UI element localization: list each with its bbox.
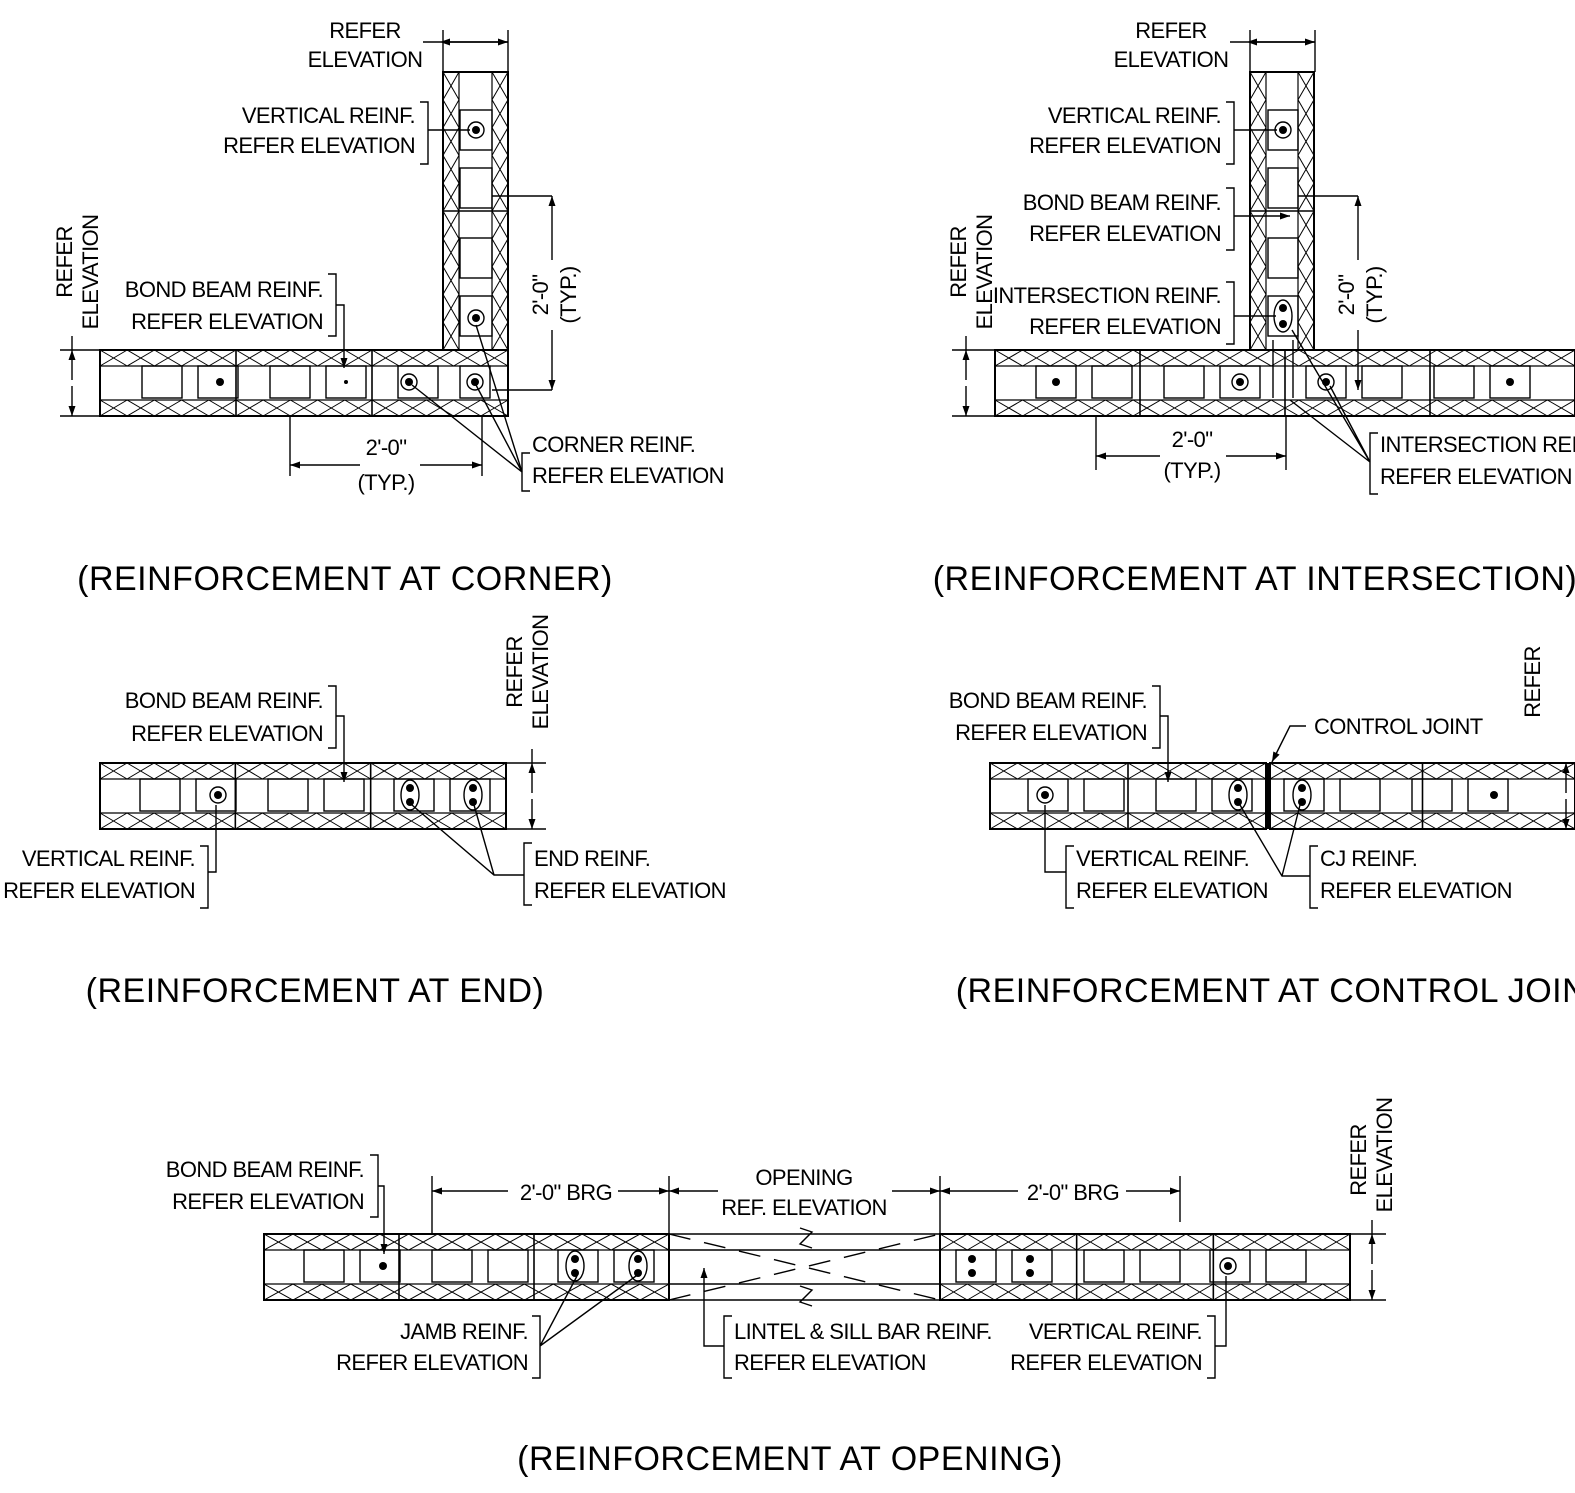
opening-grout-cells	[303, 1249, 1307, 1283]
title-corner: (REINFORCEMENT AT CORNER)	[77, 560, 613, 598]
opening-vertical-refer: REFER ELEVATION	[1010, 1350, 1202, 1375]
cj-bond-beam-refer: REFER ELEVATION	[955, 720, 1147, 745]
corner-wall-horizontal	[99, 349, 509, 417]
cj-bond-beam-label: BOND BEAM REINF.	[949, 688, 1147, 713]
lintel-sill-refer: REFER ELEVATION	[734, 1350, 926, 1375]
cj-grout-cells	[1027, 778, 1509, 812]
cj-reinf-refer: REFER ELEVATION	[1320, 878, 1512, 903]
opening-void	[668, 1227, 941, 1307]
end-rebars	[209, 779, 483, 811]
corner-dim-horizontal-typ: (TYP.)	[357, 470, 414, 495]
intersection-elevation-top: ELEVATION	[1114, 47, 1229, 72]
corner-reinf-refer: REFER ELEVATION	[532, 463, 724, 488]
intersection-refer-top: REFER	[1135, 18, 1207, 43]
end-elevation-right: ELEVATION	[528, 615, 553, 730]
corner-vertical-refer-label: REFER ELEVATION	[223, 133, 415, 158]
corner-reinf-label: CORNER REINF.	[532, 432, 695, 457]
detail-intersection: REFER ELEVATION VERTICAL REINF. REFER EL…	[933, 18, 1575, 598]
opening-refer-right: REFER	[1346, 1124, 1371, 1196]
cj-vertical-refer: REFER ELEVATION	[1076, 878, 1268, 903]
intersection-dim-horizontal-typ: (TYP.)	[1163, 458, 1220, 483]
opening-wall-right	[939, 1233, 1351, 1301]
corner-elevation-top: ELEVATION	[308, 47, 423, 72]
end-reinf-refer: REFER ELEVATION	[534, 878, 726, 903]
opening-rebars	[379, 1250, 1237, 1282]
corner-bond-beam-label: BOND BEAM REINF.	[125, 277, 323, 302]
title-opening: (REINFORCEMENT AT OPENING)	[517, 1440, 1063, 1478]
detail-end: BOND BEAM REINF. REFER ELEVATION VERTICA…	[3, 615, 726, 1010]
corner-vertical-reinf-label: VERTICAL REINF.	[242, 103, 415, 128]
cj-rebars	[1036, 779, 1498, 811]
title-intersection: (REINFORCEMENT AT INTERSECTION)	[933, 560, 1575, 598]
intersection-refer-left: REFER	[946, 226, 971, 298]
detail-opening: BOND BEAM REINF. REFER ELEVATION 2'-0" B…	[166, 1098, 1397, 1478]
corner-dim-vertical: 2'-0"	[528, 275, 553, 316]
intersection-bond-beam-label: BOND BEAM REINF.	[1023, 190, 1221, 215]
opening-dim-left-brg: 2'-0" BRG	[520, 1180, 612, 1205]
intersection-wall-horizontal	[994, 349, 1575, 417]
opening-label: OPENING	[755, 1165, 852, 1190]
detail-control-joint: BOND BEAM REINF. REFER ELEVATION CONTROL…	[949, 646, 1575, 1010]
corner-refer-top: REFER	[329, 18, 401, 43]
jamb-reinf-refer: REFER ELEVATION	[336, 1350, 528, 1375]
cj-refer-right: REFER	[1520, 646, 1545, 718]
cj-reinf-label: CJ REINF.	[1320, 846, 1417, 871]
intersection-bond-beam-refer: REFER ELEVATION	[1029, 221, 1221, 246]
cj-wall-right	[1269, 762, 1575, 830]
opening-ref-elevation: REF. ELEVATION	[721, 1195, 887, 1220]
detail-corner: REFER ELEVATION VERTICAL REINF. REFER EL…	[52, 18, 724, 598]
intersection-rebars	[1052, 121, 1514, 398]
control-joint-label: CONTROL JOINT	[1314, 714, 1483, 739]
intersection-reinf-right-refer: REFER ELEVATION	[1380, 464, 1572, 489]
cj-wall-left	[989, 762, 1267, 830]
intersection-vertical-reinf-label: VERTICAL REINF.	[1048, 103, 1221, 128]
opening-dim-right-brg: 2'-0" BRG	[1027, 1180, 1119, 1205]
intersection-elevation-left: ELEVATION	[972, 215, 997, 330]
jamb-reinf-label: JAMB REINF.	[400, 1319, 528, 1344]
opening-wall-left	[263, 1233, 670, 1301]
intersection-reinf-right-label: INTERSECTION REINF.	[1380, 432, 1575, 457]
cj-vertical-reinf-label: VERTICAL REINF.	[1076, 846, 1249, 871]
corner-grout-cells	[141, 109, 493, 399]
title-end: (REINFORCEMENT AT END)	[86, 972, 545, 1010]
end-refer-right: REFER	[502, 636, 527, 708]
corner-wall-vertical	[442, 71, 509, 351]
end-bond-beam-label: BOND BEAM REINF.	[125, 688, 323, 713]
corner-dim-vertical-typ: (TYP.)	[556, 266, 581, 323]
intersection-reinf-left-refer: REFER ELEVATION	[1029, 314, 1221, 339]
corner-refer-left: REFER	[52, 226, 77, 298]
intersection-vertical-refer: REFER ELEVATION	[1029, 133, 1221, 158]
intersection-reinf-left-label: INTERSECTION REINF.	[993, 283, 1221, 308]
intersection-dim-vertical-typ: (TYP.)	[1362, 266, 1387, 323]
end-wall	[99, 762, 507, 830]
end-grout-cells	[139, 778, 491, 812]
corner-rebars	[216, 121, 485, 391]
opening-bond-beam-label: BOND BEAM REINF.	[166, 1157, 364, 1182]
end-reinf-label: END REINF.	[534, 846, 650, 871]
end-bond-beam-refer: REFER ELEVATION	[131, 721, 323, 746]
opening-bond-beam-refer: REFER ELEVATION	[172, 1189, 364, 1214]
intersection-dim-vertical: 2'-0"	[1334, 275, 1359, 316]
corner-dim-horizontal: 2'-0"	[366, 435, 407, 460]
lintel-sill-label: LINTEL & SILL BAR REINF.	[734, 1319, 992, 1344]
intersection-dim-horizontal: 2'-0"	[1172, 427, 1213, 452]
opening-vertical-reinf-label: VERTICAL REINF.	[1029, 1319, 1202, 1344]
title-control-joint: (REINFORCEMENT AT CONTROL JOINT)	[956, 972, 1575, 1010]
corner-bond-beam-refer: REFER ELEVATION	[131, 309, 323, 334]
opening-elevation-right: ELEVATION	[1372, 1098, 1397, 1213]
end-vertical-refer: REFER ELEVATION	[3, 878, 195, 903]
corner-elevation-left: ELEVATION	[78, 215, 103, 330]
end-vertical-reinf-label: VERTICAL REINF.	[22, 846, 195, 871]
